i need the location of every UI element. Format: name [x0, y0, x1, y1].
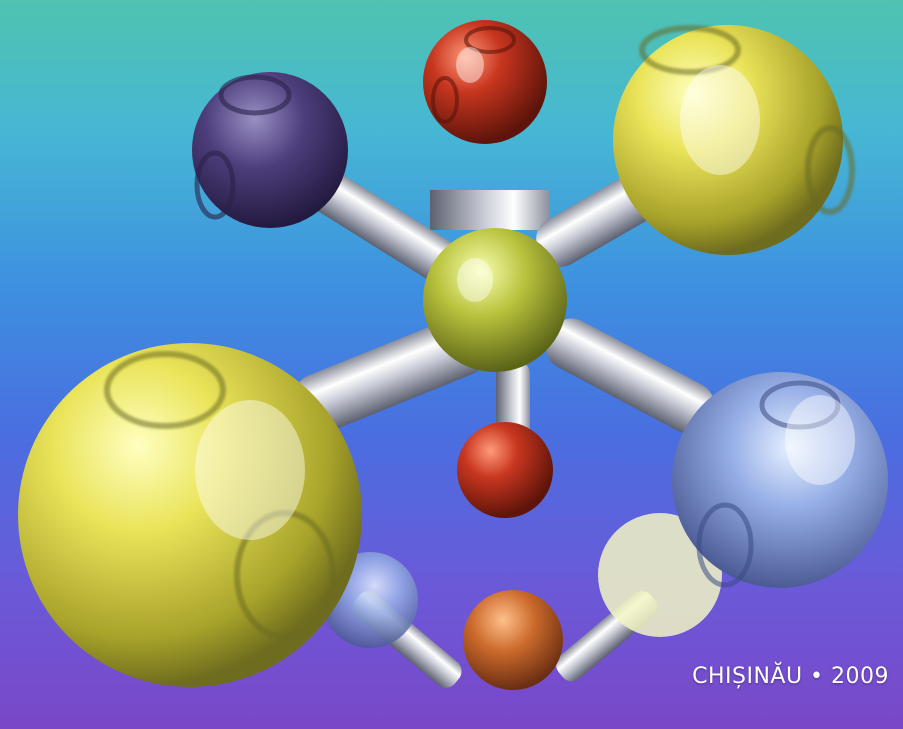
socket-red-1: [464, 26, 516, 54]
rod-right: [546, 318, 714, 434]
sphere-yellow-top-right: [613, 25, 843, 255]
highlight-center: [457, 258, 493, 302]
sphere-pale-lower-right: [598, 513, 722, 637]
sphere-yellow-large-left: [18, 343, 362, 687]
red-sockets: [431, 26, 516, 124]
rod-left: [293, 316, 487, 434]
highlight-large: [195, 400, 305, 540]
socket-purple-2: [194, 150, 236, 220]
rod-upper-left: [308, 170, 462, 284]
socket-blue-2: [696, 502, 754, 588]
sphere-red-top: [423, 20, 547, 144]
sphere-orange-bottom: [463, 590, 563, 690]
socket-red-2: [431, 76, 459, 124]
socket-tr-2: [805, 125, 855, 215]
socket-purple-1: [218, 74, 292, 116]
blue-sockets: [696, 380, 841, 588]
highlight-red: [456, 47, 484, 83]
purple-sockets: [194, 74, 292, 220]
specular-highlights: [195, 47, 855, 540]
socket-large-1: [104, 351, 226, 429]
socket-blue-1: [759, 380, 841, 430]
rod-top: [430, 190, 550, 230]
sphere-center: [423, 228, 567, 372]
sphere-red-center-bottom: [457, 422, 553, 518]
spheres: [18, 20, 888, 690]
sphere-purple-top-left: [192, 72, 348, 228]
socket-tr-1: [639, 25, 741, 75]
sphere-sockets: [104, 25, 855, 640]
highlight-blue: [785, 395, 855, 485]
sphere-blue-right: [672, 372, 888, 588]
highlight-tr: [680, 65, 760, 175]
caption-city-year: CHIȘINĂU • 2009: [692, 664, 889, 689]
socket-large-2: [234, 510, 336, 640]
